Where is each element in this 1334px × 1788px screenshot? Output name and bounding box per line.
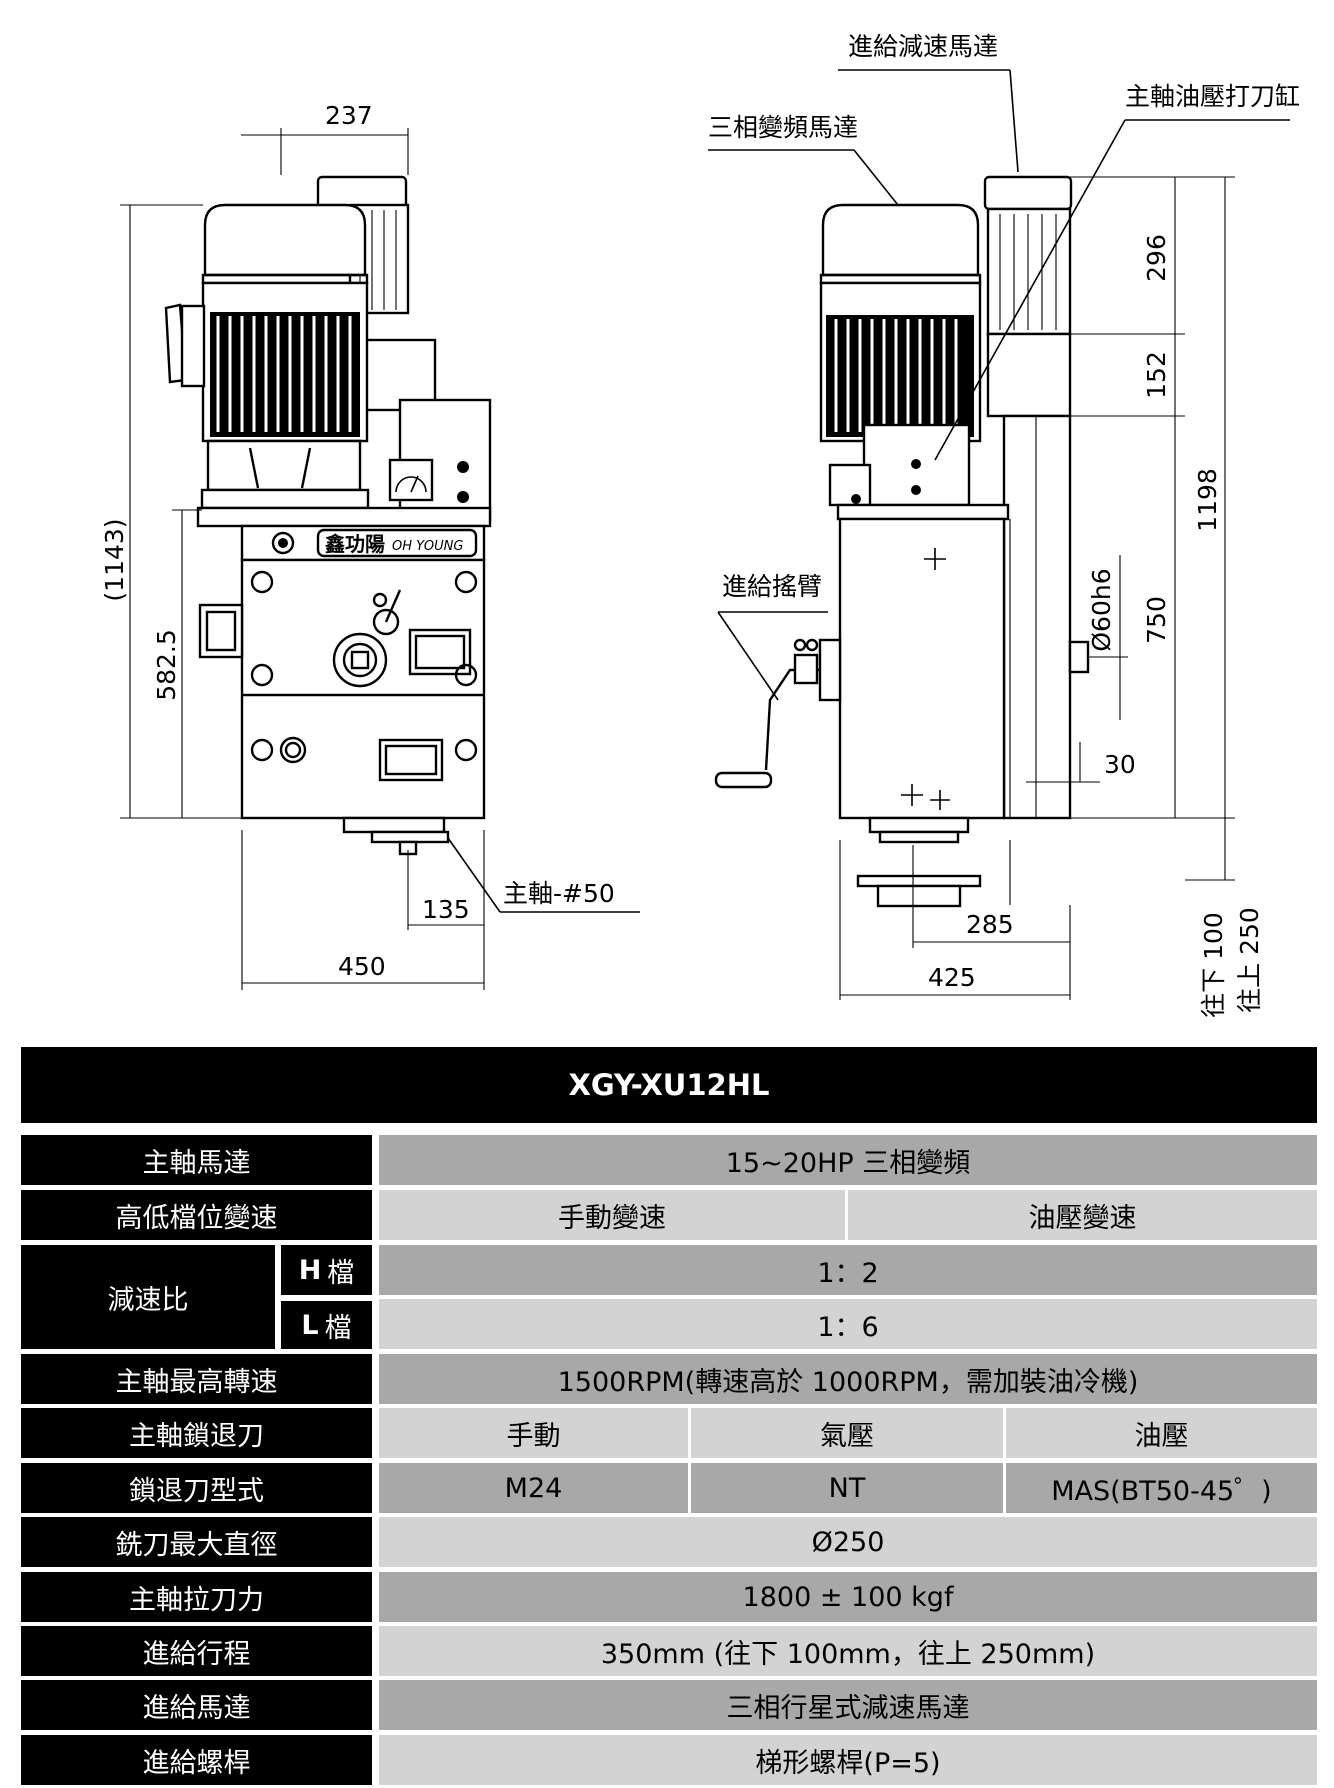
dim-285: 285 <box>966 910 1014 939</box>
travel-up: 往上 250 <box>1235 907 1264 1013</box>
label-tool-lock: 主軸鎖退刀 <box>21 1408 372 1458</box>
label-main-motor: 三相變頻馬達 <box>708 113 858 142</box>
label-feed-travel: 進給行程 <box>21 1626 372 1676</box>
dim-30: 30 <box>1104 750 1136 779</box>
value-feed-travel: 350mm (往下 100mm，往上 250mm) <box>379 1626 1317 1676</box>
dim-237: 237 <box>325 101 373 130</box>
dim-1143: (1143) <box>100 518 129 601</box>
value-feed-motor-spec: 三相行星式減速馬達 <box>379 1680 1317 1730</box>
value-tool-lock-manual: 手動 <box>379 1408 688 1458</box>
dim-1198: 1198 <box>1193 468 1222 532</box>
dim-425: 425 <box>928 963 976 992</box>
motor-cooling-fins <box>210 312 360 437</box>
label-spindle-motor: 主軸馬達 <box>21 1135 372 1185</box>
dim-450: 450 <box>338 952 386 981</box>
value-gear-shift-manual: 手動變速 <box>379 1190 845 1240</box>
brand-logo-cn: 鑫功陽 <box>325 532 385 556</box>
motor-cooling-fins-side <box>826 315 974 437</box>
technical-drawing: 鑫功陽 OH YOUNG 237 <box>100 32 1300 1018</box>
label-gear-shift: 高低檔位變速 <box>21 1190 372 1240</box>
label-reduction-ratio: 減速比 <box>21 1245 275 1349</box>
spec-title: XGY-XU12HL <box>21 1047 1317 1123</box>
label-draw-force: 主軸拉刀力 <box>21 1572 372 1622</box>
dim-152: 152 <box>1142 351 1171 399</box>
label-feed-screw: 進給螺桿 <box>21 1735 372 1785</box>
dim-582-5: 582.5 <box>152 629 181 701</box>
value-l-ratio: 1：6 <box>379 1299 1317 1349</box>
dim-135: 135 <box>422 895 470 924</box>
label-lock-type: 鎖退刀型式 <box>21 1463 372 1513</box>
value-h-ratio: 1：2 <box>379 1245 1317 1295</box>
label-feed-arm: 進給搖臂 <box>722 572 822 601</box>
value-feed-screw: 梯形螺桿(P=5) <box>379 1735 1317 1785</box>
label-spindle: 主軸-#50 <box>503 879 615 908</box>
dim-750: 750 <box>1142 596 1171 644</box>
value-lock-type-m24: M24 <box>379 1463 688 1513</box>
dim-diameter: Ø60h6 <box>1087 568 1116 651</box>
dim-296: 296 <box>1142 234 1171 282</box>
value-lock-type-nt: NT <box>691 1463 1003 1513</box>
label-hydraulic-cylinder: 主軸油壓打刀缸 <box>1125 82 1300 111</box>
label-max-speed: 主軸最高轉速 <box>21 1354 372 1404</box>
value-spindle-motor: 15~20HP 三相變頻 <box>379 1135 1317 1185</box>
value-max-speed: 1500RPM(轉速高於 1000RPM，需加裝油冷機) <box>379 1354 1317 1404</box>
label-feed-motor: 進給減速馬達 <box>848 32 998 61</box>
label-feed-motor-spec: 進給馬達 <box>21 1680 372 1730</box>
value-max-cutter: Ø250 <box>379 1517 1317 1567</box>
value-gear-shift-hydraulic: 油壓變速 <box>848 1190 1317 1240</box>
label-max-cutter: 銑刀最大直徑 <box>21 1517 372 1567</box>
side-view: 進給減速馬達 三相變頻馬達 主軸油壓打刀缸 進給搖臂 296 152 1198 … <box>708 32 1300 1018</box>
value-draw-force: 1800 ± 100 kgf <box>379 1572 1317 1622</box>
travel-down: 往下 100 <box>1199 912 1228 1018</box>
front-view: 鑫功陽 OH YOUNG 237 <box>100 101 640 990</box>
value-tool-lock-hydraulic: 油壓 <box>1006 1408 1317 1458</box>
brand-logo-en: OH YOUNG <box>392 539 463 554</box>
value-lock-type-mas: MAS(BT50-45゜) <box>1006 1463 1317 1513</box>
value-tool-lock-pneumatic: 氣壓 <box>691 1408 1003 1458</box>
